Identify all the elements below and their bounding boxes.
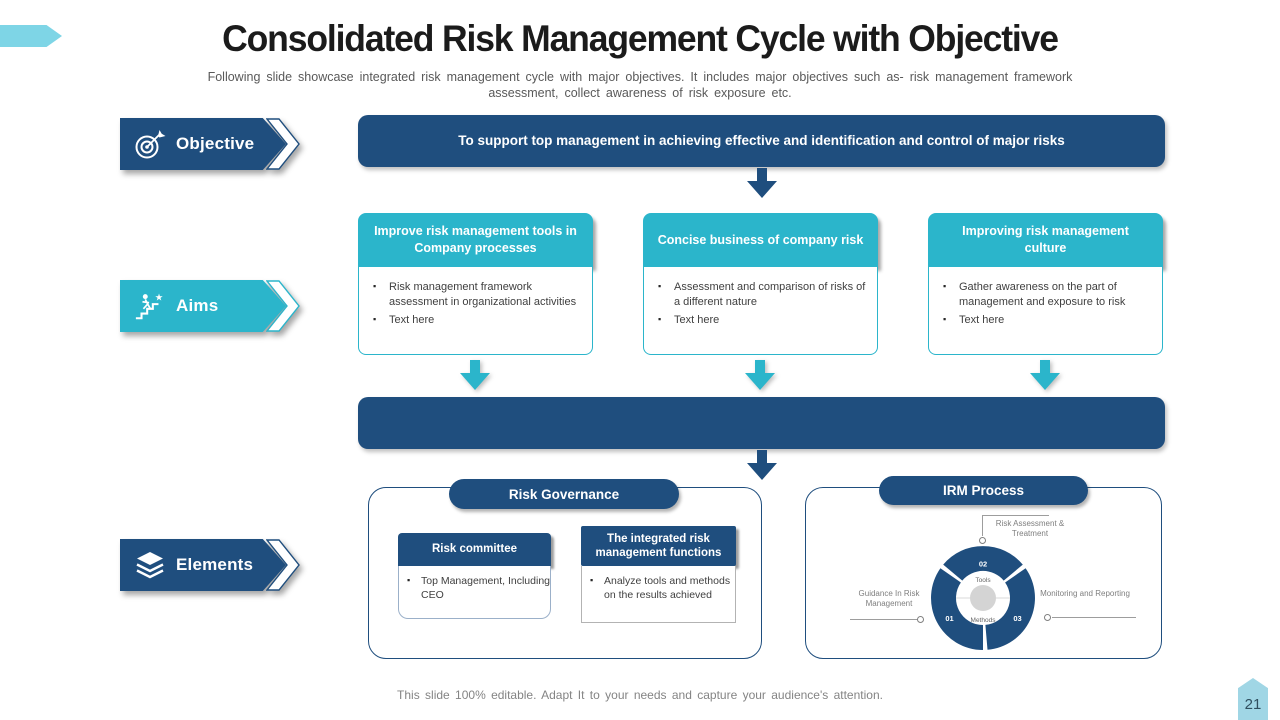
risk-governance-title-pill: Risk Governance xyxy=(449,479,679,509)
bullet-item: Text here xyxy=(650,313,869,328)
callout-guidance: Guidance In Risk Management xyxy=(858,589,920,609)
callout-risk-assessment: Risk Assessment & Treatment xyxy=(995,519,1065,539)
page-number-tag: 21 xyxy=(1238,678,1268,720)
callout-dot xyxy=(979,537,986,544)
down-arrow xyxy=(747,168,777,198)
donut-segment-02 xyxy=(943,546,1023,581)
layers-icon xyxy=(136,552,164,579)
irm-donut-chart: 02 01 03 Tools Methods xyxy=(931,546,1035,650)
elements-stage-banner: Elements xyxy=(120,539,430,595)
callout-line xyxy=(982,515,983,536)
chevron-outline-decoration xyxy=(266,280,300,332)
corner-arrow-decoration xyxy=(0,25,62,47)
aims-stage-banner: ★ Aims xyxy=(120,280,430,336)
irm-process-panel: IRM Process Risk Assessment & Treatment … xyxy=(805,476,1162,659)
stage-label: Objective xyxy=(176,134,255,153)
callout-line xyxy=(850,619,918,620)
summary-banner xyxy=(358,397,1165,449)
slide-subtitle: Following slide showcase integrated risk… xyxy=(207,70,1073,101)
climbing-stairs-icon: ★ xyxy=(135,291,163,320)
chevron-outline-decoration xyxy=(266,539,300,591)
bullet-item: Gather awareness on the part of manageme… xyxy=(935,280,1154,310)
down-arrow xyxy=(460,360,490,390)
segment-number: 03 xyxy=(1013,614,1021,623)
integrated-risk-header: The integrated risk management functions xyxy=(581,526,736,566)
donut-center-circle xyxy=(970,585,996,611)
callout-line xyxy=(1052,617,1136,618)
down-arrow xyxy=(745,360,775,390)
page-title: Consolidated Risk Management Cycle with … xyxy=(222,18,1059,59)
bullet-item: Text here xyxy=(365,313,584,328)
svg-text:★: ★ xyxy=(155,291,163,302)
aim-card-1: Improve risk management tools in Company… xyxy=(358,213,593,355)
bullet-item: Assessment and comparison of risks of a … xyxy=(650,280,869,310)
aim-card-2: Concise business of company risk Assessm… xyxy=(643,213,878,355)
objective-statement: To support top management in achieving e… xyxy=(458,133,1065,149)
objective-statement-banner: To support top management in achieving e… xyxy=(358,115,1165,167)
irm-title-pill: IRM Process xyxy=(879,476,1088,505)
donut-segment-03 xyxy=(985,568,1035,650)
callout-dot xyxy=(917,616,924,623)
stage-label: Elements xyxy=(176,555,254,574)
callout-monitoring: Monitoring and Reporting xyxy=(1040,589,1130,598)
aim-card-header: Improving risk management culture xyxy=(928,213,1163,267)
bullet-item: Top Management, Including CEO xyxy=(399,574,550,602)
bullet-item: Risk management framework assessment in … xyxy=(365,280,584,310)
chevron-outline-decoration xyxy=(266,118,300,170)
stage-label: Aims xyxy=(176,296,219,315)
callout-line xyxy=(982,515,1049,516)
target-icon xyxy=(135,130,166,159)
risk-governance-panel: Risk Governance Risk committee Top Manag… xyxy=(368,479,762,659)
donut-segment-01 xyxy=(931,568,983,650)
aim-card-header: Improve risk management tools in Company… xyxy=(358,213,593,267)
objective-stage-banner: Objective xyxy=(120,118,430,174)
footer-note: This slide 100% editable. Adapt It to yo… xyxy=(397,688,883,702)
callout-dot xyxy=(1044,614,1051,621)
center-label-top: Tools xyxy=(975,577,991,584)
segment-number: 01 xyxy=(945,614,953,623)
risk-committee-header: Risk committee xyxy=(398,533,551,566)
risk-committee-body: Top Management, Including CEO xyxy=(398,566,551,619)
aim-card-header: Concise business of company risk xyxy=(643,213,878,267)
bullet-item: Analyze tools and methods on the results… xyxy=(582,574,735,602)
center-label-bottom: Methods xyxy=(971,617,997,624)
integrated-risk-body: Analyze tools and methods on the results… xyxy=(581,566,736,623)
bullet-item: Text here xyxy=(935,313,1154,328)
down-arrow xyxy=(1030,360,1060,390)
segment-number: 02 xyxy=(979,560,987,569)
down-arrow xyxy=(747,450,777,480)
aim-card-3: Improving risk management culture Gather… xyxy=(928,213,1163,355)
